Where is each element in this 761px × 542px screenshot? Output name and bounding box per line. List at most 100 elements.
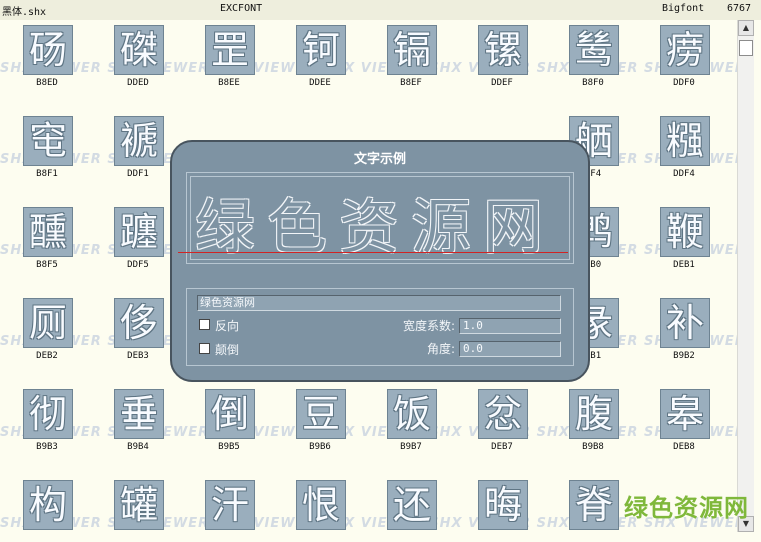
glyph-tile: 钶 bbox=[296, 25, 346, 75]
glyph-cell[interactable]: 豆 B9B6 bbox=[273, 384, 363, 464]
glyph-tile: 侈 bbox=[114, 298, 164, 348]
glyph-cell[interactable]: 钶 DDEE bbox=[273, 20, 363, 100]
glyph-cell[interactable]: 侈 DEB3 bbox=[91, 293, 181, 373]
glyph-code: DDF5 bbox=[127, 260, 149, 270]
glyph-code: 8F4 bbox=[584, 169, 602, 179]
scroll-thumb[interactable] bbox=[739, 40, 753, 56]
glyph-code: DEB2 bbox=[36, 351, 58, 361]
glyph-cell[interactable]: 罐 bbox=[91, 475, 181, 542]
glyph-cell[interactable]: 窀 B8F1 bbox=[0, 111, 90, 191]
font-file-name: 黑体.shx bbox=[2, 7, 47, 18]
width-factor-label: 宽度系数: bbox=[402, 319, 455, 333]
vertical-scrollbar[interactable]: ▲ ▼ bbox=[737, 20, 754, 532]
glyph-tile: 鞭 bbox=[660, 207, 710, 257]
upside-down-label: 颠倒 bbox=[215, 343, 240, 357]
glyph-char: 忿 bbox=[483, 392, 522, 436]
glyph-tile: 豆 bbox=[296, 389, 346, 439]
glyph-char: 罐 bbox=[119, 483, 158, 527]
glyph-code: B8F0 bbox=[582, 78, 604, 88]
baseline-line bbox=[178, 252, 568, 253]
glyph-cell[interactable]: 腹 B9B8 bbox=[546, 384, 636, 464]
glyph-code: B8F1 bbox=[36, 169, 58, 179]
width-factor-field[interactable]: 1.0 bbox=[459, 318, 561, 334]
triangle-up-icon[interactable]: ▲ bbox=[738, 20, 754, 36]
glyph-code: DEB3 bbox=[127, 351, 149, 361]
glyph-tile: 脊 bbox=[569, 480, 619, 530]
glyph-cell[interactable]: 垂 B9B4 bbox=[91, 384, 181, 464]
reverse-label: 反向 bbox=[215, 319, 240, 333]
glyph-tile: 恨 bbox=[296, 480, 346, 530]
glyph-char: 砀 bbox=[28, 28, 67, 72]
glyph-code: DDF0 bbox=[673, 78, 695, 88]
glyph-cell[interactable]: 砀 B8ED bbox=[0, 20, 90, 100]
glyph-tile: 皋 bbox=[660, 389, 710, 439]
preview-frame: 绿色资源网 bbox=[190, 176, 570, 263]
glyph-tile: 罡 bbox=[205, 25, 255, 75]
glyph-tile: 还 bbox=[387, 480, 437, 530]
glyph-cell[interactable]: 磔 DDED bbox=[91, 20, 181, 100]
glyph-grid: SHX VIEWER SHX VIEWER SHX VIEWER SHX VIE… bbox=[0, 20, 737, 542]
glyph-code: DDED bbox=[127, 78, 149, 88]
glyph-code: B9B4 bbox=[127, 442, 149, 452]
glyph-char: 晦 bbox=[483, 483, 522, 527]
glyph-code: 9B1 bbox=[584, 351, 602, 361]
glyph-cell[interactable]: 还 bbox=[364, 475, 454, 542]
controls-panel: 绿色资源网 反向 颠倒 宽度系数: 1.0 角度: 0.0 bbox=[186, 288, 574, 366]
watermark: SHX VIEWER SHX VIEWER SHX VIEWER SHX VIE… bbox=[0, 61, 737, 76]
glyph-cell[interactable]: 晦 bbox=[455, 475, 545, 542]
glyph-code: DDEE bbox=[309, 78, 331, 88]
glyph-code: B9B6 bbox=[309, 442, 331, 452]
site-logo: 绿色资源网 bbox=[624, 494, 749, 522]
glyph-code: B9B8 bbox=[582, 442, 604, 452]
glyph-tile: 镉 bbox=[387, 25, 437, 75]
upside-down-checkbox[interactable] bbox=[199, 343, 210, 354]
glyph-tile: 忿 bbox=[478, 389, 528, 439]
glyph-char: 糨 bbox=[665, 119, 704, 163]
glyph-code: B8ED bbox=[36, 78, 58, 88]
glyph-cell[interactable]: 脊 bbox=[546, 475, 636, 542]
glyph-tile: 腹 bbox=[569, 389, 619, 439]
glyph-tile: 罐 bbox=[114, 480, 164, 530]
glyph-char: 倒 bbox=[210, 392, 249, 436]
reverse-checkbox[interactable] bbox=[199, 319, 210, 330]
glyph-char: 磔 bbox=[119, 28, 158, 72]
glyph-tile: 厕 bbox=[23, 298, 73, 348]
glyph-cell[interactable]: 恨 bbox=[273, 475, 363, 542]
glyph-cell[interactable]: 汗 bbox=[182, 475, 272, 542]
dialog-title: 文字示例 bbox=[353, 152, 406, 167]
glyph-cell[interactable]: 构 bbox=[0, 475, 90, 542]
glyph-char: 鞭 bbox=[665, 210, 704, 254]
glyph-tile: 鸶 bbox=[569, 25, 619, 75]
watermark: SHX VIEWER SHX VIEWER SHX VIEWER SHX VIE… bbox=[0, 425, 737, 440]
glyph-char: 恨 bbox=[301, 483, 340, 527]
glyph-cell[interactable]: 厕 DEB2 bbox=[0, 293, 90, 373]
glyph-char: 窀 bbox=[28, 119, 67, 163]
glyph-char: 还 bbox=[392, 483, 431, 527]
preview-panel: 绿色资源网 bbox=[186, 172, 574, 264]
glyph-code: B9B2 bbox=[673, 351, 695, 361]
angle-label: 角度: bbox=[426, 342, 455, 356]
watermark: SHX VIEWER SHX VIEWER SHX VIEWER SHX VIE… bbox=[0, 516, 737, 531]
glyph-char: 汗 bbox=[210, 483, 249, 527]
glyph-char: 垂 bbox=[119, 392, 158, 436]
sample-text-input[interactable]: 绿色资源网 bbox=[197, 295, 561, 311]
angle-field[interactable]: 0.0 bbox=[459, 341, 561, 357]
glyph-cell[interactable]: 鸶 B8F0 bbox=[546, 20, 636, 100]
glyph-char: 侈 bbox=[119, 301, 158, 345]
triangle-down-icon[interactable]: ▼ bbox=[738, 516, 754, 532]
